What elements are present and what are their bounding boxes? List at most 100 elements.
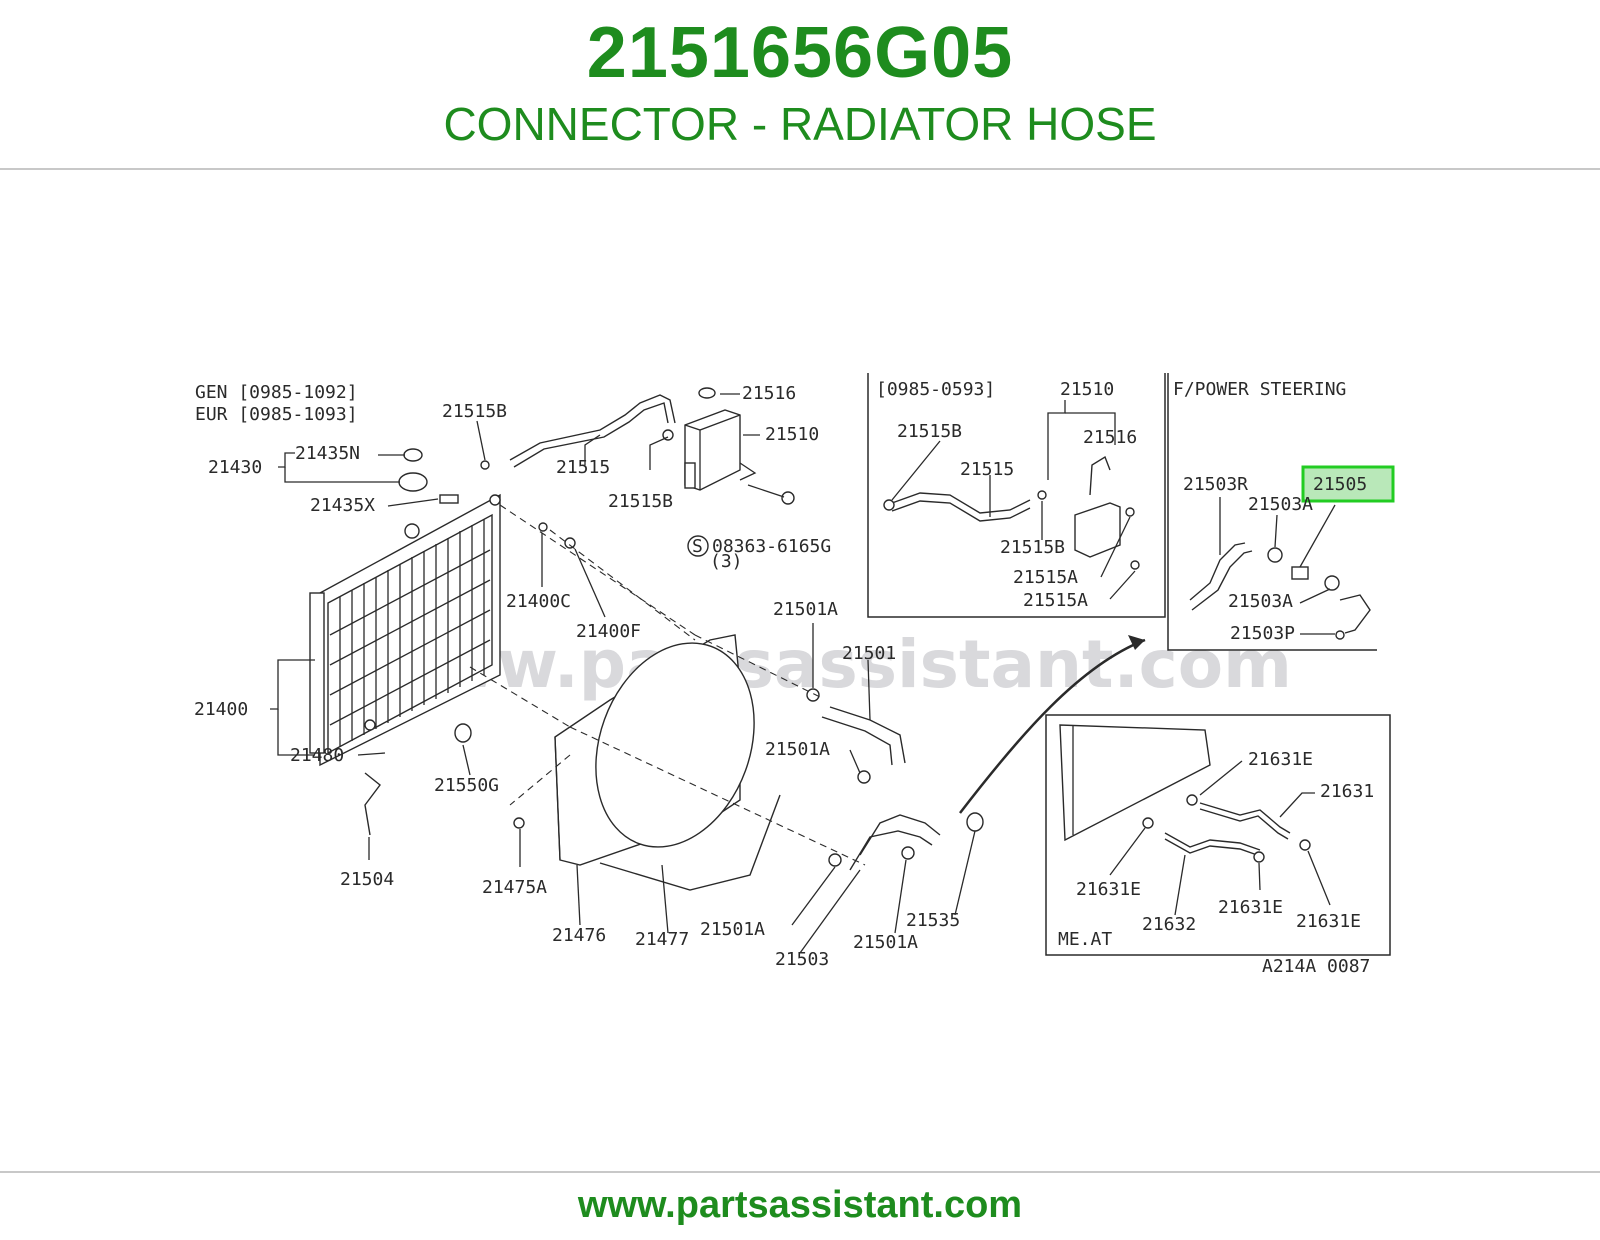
oil-pipe-21631: [1199, 802, 1291, 834]
clamp-21503a-2: [1324, 575, 1340, 591]
label-21430: 21430: [208, 457, 262, 478]
inset-2-hose-21503r: [1189, 542, 1246, 601]
label-21400: 21400: [194, 699, 248, 720]
washer-21400c: [538, 522, 548, 532]
inset-2-label-21503p: 21503P: [1230, 623, 1295, 644]
part-description: CONNECTOR - RADIATOR HOSE: [443, 98, 1157, 150]
standard-part-s-letter: S: [692, 536, 703, 557]
inset-1-note: [0985-0593]: [876, 379, 995, 400]
inset-2-note: F/POWER STEERING: [1173, 379, 1346, 400]
footer-divider: [0, 1171, 1600, 1173]
leader-lines-main: [270, 393, 976, 954]
label-21475a: 21475A: [482, 877, 547, 898]
radiator-21400: [309, 493, 501, 767]
callouts-inset-1: 21510 21515B 21516 21515 21515B 21515A 2…: [897, 379, 1137, 611]
inset-3-note: ME.AT: [1058, 929, 1112, 950]
callouts-inset-3: 21631E 21631 21631E 21632 21631E 21631E: [1076, 749, 1374, 935]
label-21550g: 21550G: [434, 775, 499, 796]
label-21501a-mid: 21501A: [765, 739, 830, 760]
bolt-08363: [781, 491, 795, 505]
inset-2-frame: [1167, 373, 1377, 651]
callouts-inset-2: 21503R 21505 21503A 21503A 21503P: [1183, 474, 1367, 644]
drawing-code: A214A 0087: [1262, 956, 1370, 977]
bolt-21400f: [564, 537, 576, 549]
inset-3-label-21632: 21632: [1142, 914, 1196, 935]
inset-1-label-21510: 21510: [1060, 379, 1114, 400]
label-21435n: 21435N: [295, 443, 360, 464]
inset-1-label-21516: 21516: [1083, 427, 1137, 448]
strap-21477: [599, 794, 781, 891]
label-21480: 21480: [290, 745, 344, 766]
reference-arrow: [959, 638, 1146, 814]
inset-3-radiator: [1059, 724, 1211, 842]
cap-21435x: [398, 472, 428, 492]
label-21504: 21504: [340, 869, 394, 890]
parts-diagram: www.partsassistant.com GEN [0985-1092] E…: [180, 345, 1420, 1005]
inset-2-label-21503a-1: 21503A: [1248, 494, 1313, 515]
lower-hose-21503: [859, 814, 941, 856]
drain-hose-21504: [364, 772, 381, 836]
cap-21535: [966, 812, 984, 832]
inset-3-label-21631e-mid: 21631E: [1218, 897, 1283, 918]
note-eur-range: EUR [0985-1093]: [195, 404, 358, 425]
inset-1-frame: [867, 373, 1166, 618]
connector-21505: [1291, 566, 1309, 580]
inset-1-parts: [883, 455, 1140, 570]
inset-1-label-21515: 21515: [960, 459, 1014, 480]
pad-21435x: [439, 494, 459, 504]
footer-site-link[interactable]: www.partsassistant.com: [577, 1184, 1023, 1226]
leader-lines-inset-2: [1219, 497, 1336, 635]
inset-1-tank: [1074, 502, 1121, 558]
oil-pipe-21632: [1164, 832, 1261, 851]
inset-3-frame: [1045, 714, 1391, 956]
label-21400c: 21400C: [506, 591, 571, 612]
standard-part-s-icon: [687, 535, 709, 557]
label-21515b-lower: 21515B: [608, 491, 673, 512]
label-21400f: 21400F: [576, 621, 641, 642]
note-gen-range: GEN [0985-1092]: [195, 382, 358, 403]
leader-lines-inset-3: [1109, 760, 1331, 916]
inset-1-label-21515a-2: 21515A: [1023, 590, 1088, 611]
reservoir-tank-21510: [684, 387, 757, 491]
clamp-21501a-1: [806, 688, 820, 702]
inset-2-label-21503r: 21503R: [1183, 474, 1248, 495]
watermark-text: www.partsassistant.com: [375, 626, 1292, 703]
highlight-box-21505: [1301, 465, 1395, 503]
clamp-21503a-1: [1267, 547, 1283, 563]
label-08363-6165g: 08363-6165G: [712, 536, 831, 557]
inset-1-hose: [891, 492, 1031, 514]
inset-3-label-21631: 21631: [1320, 781, 1374, 802]
leader-lines-inset-1: [891, 400, 1136, 600]
label-21476: 21476: [552, 925, 606, 946]
inset-2-label-21503a-2: 21503A: [1228, 591, 1293, 612]
label-21515b-top: 21515B: [442, 401, 507, 422]
label-21510: 21510: [765, 424, 819, 445]
label-21501a-bottom-right: 21501A: [853, 932, 918, 953]
inset-2-parts: [1189, 542, 1371, 640]
inset-3-label-21631e-top: 21631E: [1248, 749, 1313, 770]
label-21477: 21477: [635, 929, 689, 950]
clamp-21501a-4: [901, 846, 915, 860]
clamp-21501a-3: [828, 853, 842, 867]
label-21501a-bottom-left: 21501A: [700, 919, 765, 940]
label-21501: 21501: [842, 643, 896, 664]
label-21503: 21503: [775, 949, 829, 970]
label-21515: 21515: [556, 457, 610, 478]
inset-2-label-21505: 21505: [1313, 474, 1367, 495]
fan-shroud-21476: [554, 634, 755, 866]
mount-21550g: [454, 723, 472, 743]
label-21516: 21516: [742, 383, 796, 404]
upper-hose-21501: [829, 706, 906, 764]
callouts-main: 21515B 21516 21510 21435N 21430 21515 21…: [194, 383, 960, 970]
label-21435x: 21435X: [310, 495, 375, 516]
part-number-title: 2151656G05: [586, 13, 1014, 93]
inset-1-label-21515b-lower: 21515B: [1000, 537, 1065, 558]
clamp-21501a-2: [857, 770, 871, 784]
header-divider: [0, 168, 1600, 170]
cap-21435n: [403, 448, 423, 462]
label-21501a-top: 21501A: [773, 599, 838, 620]
label-qty-3: (3): [710, 551, 743, 572]
label-21535: 21535: [906, 910, 960, 931]
assembly-dashed-lines: [469, 504, 866, 866]
reference-arrowhead: [1128, 635, 1145, 650]
